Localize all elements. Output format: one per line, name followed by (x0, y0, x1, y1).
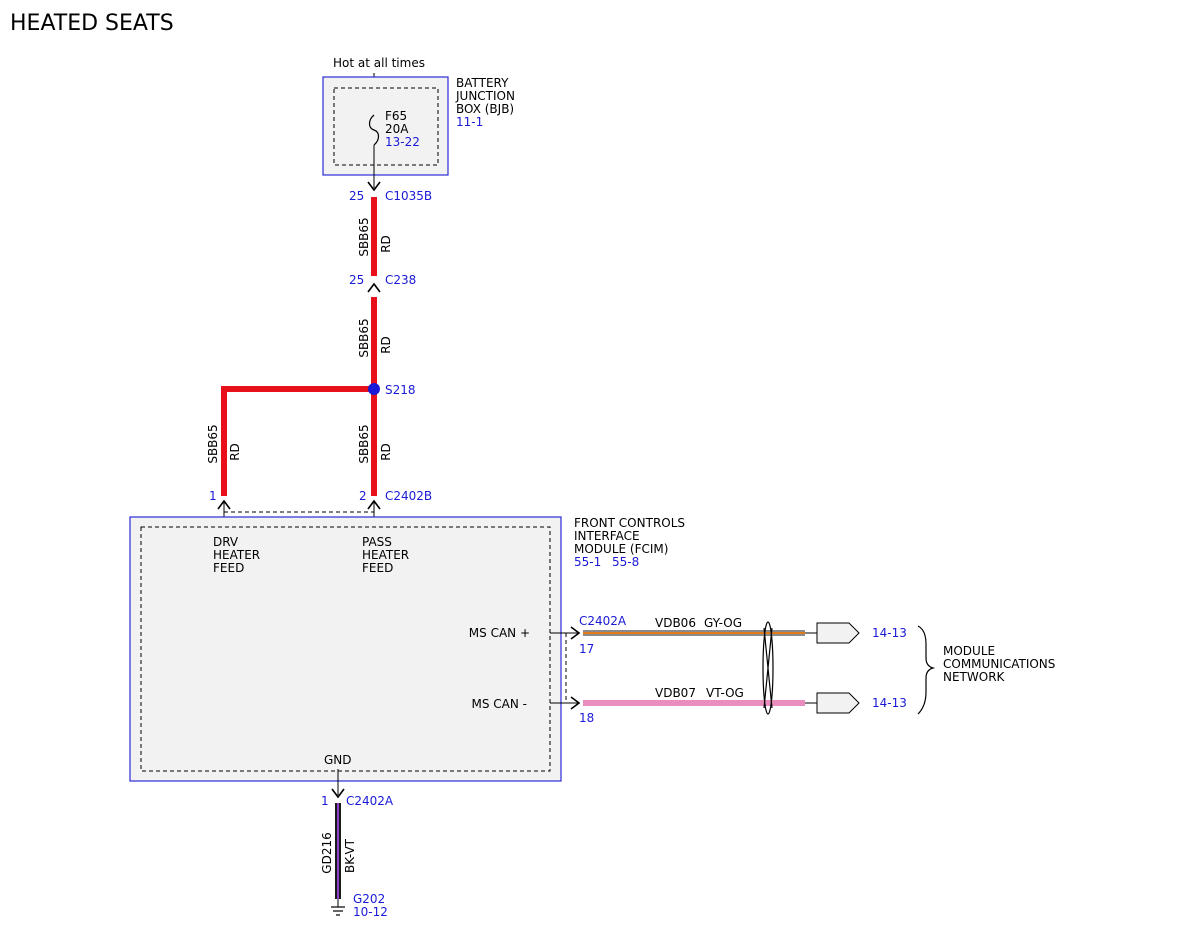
twisted-pair-icon (762, 621, 774, 715)
network-brace-icon (917, 625, 936, 715)
wire-2-circuit: SBB65 (357, 318, 371, 357)
fcim-name-line-2: INTERFACE (574, 529, 640, 543)
fcim-name-line-3: MODULE (FCIM) (574, 542, 668, 556)
bjb-inner-dashed (333, 87, 439, 166)
wire-vdb07-circuit: VDB07 (655, 686, 696, 700)
bjb-ref: 11-1 (456, 115, 483, 129)
wire-vdb06-circuit: VDB06 (655, 616, 696, 630)
wire-1-circuit: SBB65 (357, 217, 371, 256)
c2402b-name: C2402B (385, 489, 432, 503)
wire-3-circuit: SBB65 (357, 424, 371, 463)
power-source-label: Hot at all times (333, 56, 425, 70)
pass-pin-label-3: FEED (362, 561, 393, 575)
fcim-name-line-1: FRONT CONTROLS (574, 516, 685, 530)
splice-s218-dot (368, 383, 380, 395)
c2402a-can-plus-pin: 17 (579, 642, 594, 656)
wire-sbb65-branch-drv (221, 386, 374, 496)
fuse-name: F65 (385, 109, 407, 123)
twisted-pair-cross-2 (763, 627, 773, 709)
c238-name: C238 (385, 273, 416, 287)
wire-1-color: RD (379, 235, 393, 253)
network-ref-plus: 14-13 (872, 626, 907, 640)
drv-pin-label-1: DRV (213, 535, 239, 549)
c2402b-drv-pin: 1 (209, 489, 217, 503)
c2402a-can-minus-pin: 18 (579, 711, 594, 725)
c2402b-pass-pin: 2 (359, 489, 367, 503)
splice-s218-name: S218 (385, 383, 416, 397)
c1035b-pin: 25 (349, 189, 364, 203)
drv-pin-label-2: HEATER (213, 548, 260, 562)
wire-4-circuit: SBB65 (206, 424, 220, 463)
offpage-connector-plus-icon (816, 622, 860, 644)
network-ref-minus: 14-13 (872, 696, 907, 710)
c2402a-gnd-pin: 1 (321, 794, 329, 808)
wire-3-color: RD (379, 443, 393, 461)
wire-2-color: RD (379, 336, 393, 354)
fuse-rating: 20A (385, 122, 409, 136)
can-minus-pin-label: MS CAN - (472, 697, 528, 711)
fuse-ref: 13-22 (385, 135, 420, 149)
gnd-pin-label: GND (324, 753, 352, 767)
connector-c1035b-icon (367, 181, 381, 192)
bjb-name-line-3: BOX (BJB) (456, 102, 514, 116)
can-plus-pin-label: MS CAN + (469, 626, 530, 640)
wire-gd216-circuit: GD216 (320, 832, 334, 873)
pass-pin-label-2: HEATER (362, 548, 409, 562)
pass-pin-label-1: PASS (362, 535, 392, 549)
network-label-line-3: NETWORK (943, 670, 1006, 684)
fcim-ref-2: 55-8 (612, 555, 639, 569)
c1035b-name: C1035B (385, 189, 432, 203)
bjb-box (322, 76, 449, 176)
bjb-name-line-2: JUNCTION (455, 89, 515, 103)
wire-4-color: RD (228, 443, 242, 461)
c2402a-gnd-name: C2402A (346, 794, 394, 808)
offpage-connector-minus-icon (816, 692, 860, 714)
wire-gd216-color: BK-VT (343, 838, 357, 873)
network-label-line-2: COMMUNICATIONS (943, 657, 1055, 671)
c238-pin: 25 (349, 273, 364, 287)
wire-vdb06-color: GY-OG (704, 616, 742, 630)
c2402a-can-name: C2402A (579, 614, 627, 628)
ground-name: G202 (353, 892, 385, 906)
bjb-name-line-1: BATTERY (456, 76, 509, 90)
ground-ref: 10-12 (353, 905, 388, 919)
wire-vdb07-color: VT-OG (706, 686, 744, 700)
connector-can-minus-icon (570, 696, 581, 710)
network-label-line-1: MODULE (943, 644, 995, 658)
drv-pin-label-3: FEED (213, 561, 244, 575)
connector-can-plus-icon (570, 626, 581, 640)
fcim-inner-dashed (140, 526, 551, 772)
connector-c2402a-gnd-icon (331, 788, 345, 799)
connector-c238-icon (367, 282, 381, 293)
fuse-icon (368, 114, 380, 146)
fcim-ref-1: 55-1 (574, 555, 601, 569)
fcim-box (129, 516, 562, 782)
page-title: HEATED SEATS (10, 11, 174, 36)
